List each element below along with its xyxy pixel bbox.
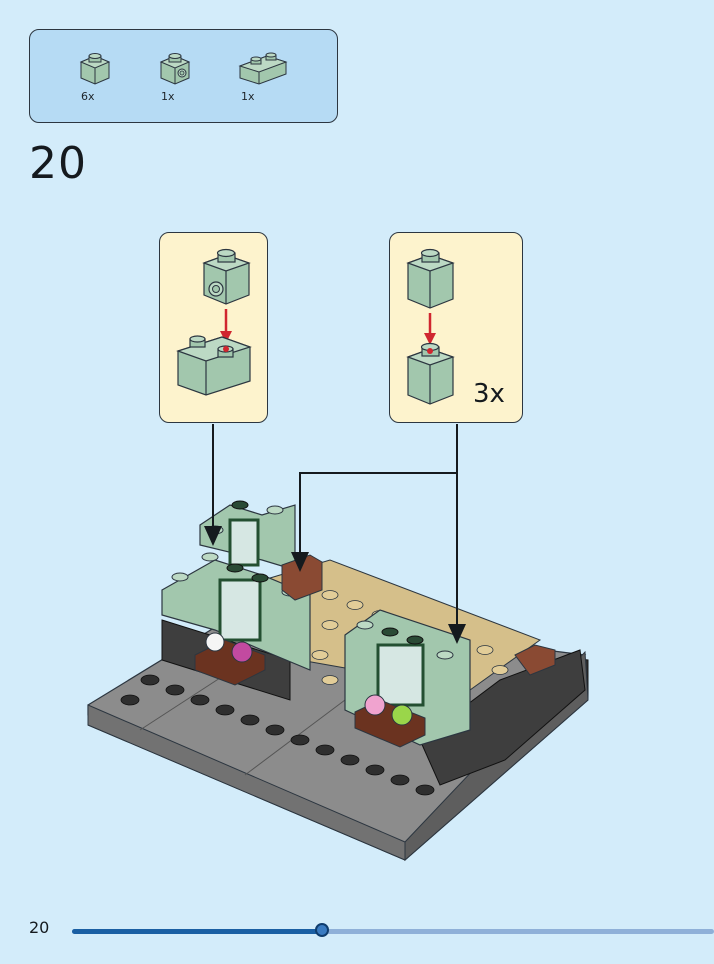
part-count-1: 6x — [81, 90, 95, 103]
step-number: 20 — [29, 138, 87, 189]
part-brick-1x2 — [237, 50, 289, 88]
callout-1-illustration — [176, 248, 252, 396]
callout-sub-assembly-1 — [159, 232, 268, 423]
part-count-2: 1x — [161, 90, 175, 103]
callout-2-illustration — [406, 248, 455, 405]
part-brick-1x1-stud-side — [158, 50, 192, 88]
callout-multiplier: 3x — [473, 379, 505, 409]
parts-list-box: 6x 1x 1x — [29, 29, 338, 123]
progress-bar — [72, 923, 714, 937]
callout-sub-assembly-2: 3x — [389, 232, 523, 423]
part-count-3: 1x — [241, 90, 255, 103]
progress-fill — [72, 929, 323, 934]
part-brick-1x1 — [78, 50, 112, 88]
page-number: 20 — [29, 918, 50, 937]
progress-knob — [315, 923, 330, 937]
